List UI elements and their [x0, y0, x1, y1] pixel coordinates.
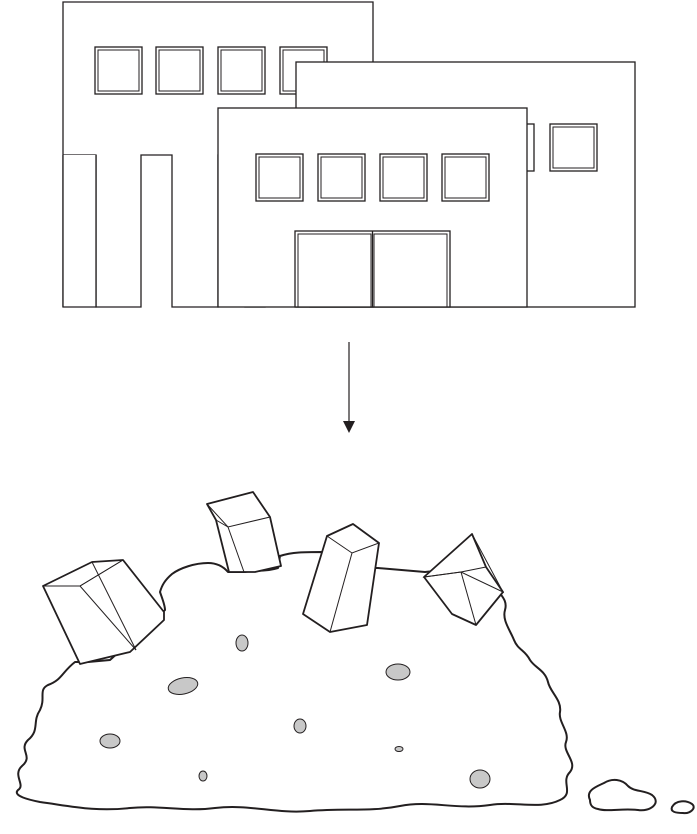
small-debris [589, 780, 656, 810]
concrete-block [303, 524, 379, 632]
stone [395, 747, 403, 752]
window [218, 47, 265, 94]
concrete-block [207, 492, 281, 572]
window [256, 154, 303, 201]
stone [470, 770, 490, 788]
stone [294, 719, 306, 733]
stone [236, 635, 248, 651]
stone [100, 734, 120, 748]
window [318, 154, 365, 201]
tiny-debris [672, 801, 694, 813]
intact-buildings-group [63, 2, 635, 307]
window [550, 124, 597, 171]
window [95, 47, 142, 94]
window [380, 154, 427, 201]
down-arrow [343, 342, 355, 433]
double-door [295, 231, 450, 307]
stone [386, 664, 410, 680]
window [156, 47, 203, 94]
front-building [218, 108, 527, 307]
stone [199, 771, 207, 781]
rubble-pile-group [17, 492, 694, 813]
window [442, 154, 489, 201]
